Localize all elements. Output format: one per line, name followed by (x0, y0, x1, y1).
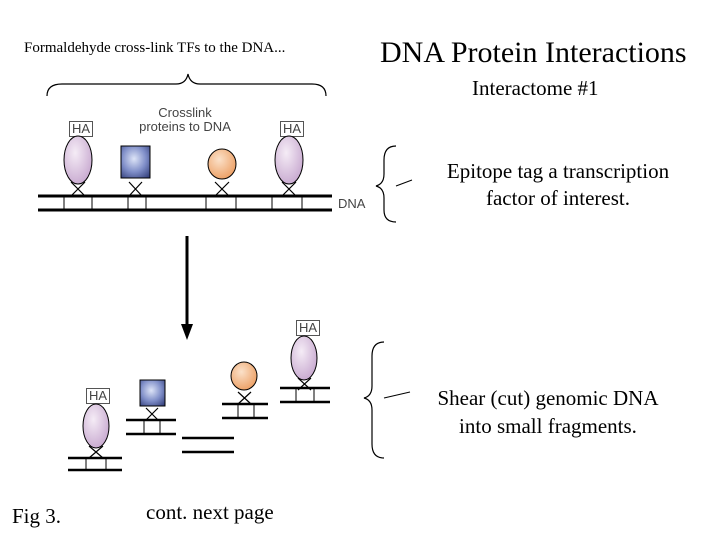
continuation-note: cont. next page (146, 500, 274, 524)
step1-line2: factor of interest. (485, 186, 631, 210)
step1-line1: Epitope tag a transcription (446, 159, 670, 183)
step2-line2: into small fragments. (459, 414, 637, 438)
blue-fragment (126, 379, 176, 436)
step2-pointer (383, 391, 411, 399)
step2-brace (363, 341, 385, 459)
crosslink-label-line2: proteins to DNA (139, 119, 231, 134)
orange-protein (207, 148, 237, 197)
orange-fragment (222, 361, 268, 420)
page-subtitle: Interactome #1 (472, 76, 599, 100)
step1-pointer (395, 179, 413, 187)
step1-text: Epitope tag a transcription factor of in… (418, 158, 698, 212)
naked-dna-fragment (182, 436, 234, 454)
ha-tag-label-3: HA (86, 388, 111, 404)
ha-protein-2 (274, 135, 304, 197)
crosslink-label: Crosslink proteins to DNA (130, 106, 240, 134)
top-brace (46, 73, 327, 97)
down-arrow-icon (181, 236, 193, 340)
figure-label: Fig 3. (12, 504, 62, 528)
ha-protein-1 (63, 135, 93, 197)
ha-fragment-1 (68, 403, 122, 472)
step2-line1: Shear (cut) genomic DNA (437, 386, 659, 410)
top-caption: Formaldehyde cross-link TFs to the DNA..… (24, 40, 286, 56)
dna-label: DNA (338, 196, 366, 211)
page-title: DNA Protein Interactions (380, 36, 687, 69)
crosslink-label-line1: Crosslink (158, 105, 212, 120)
dna-strand-top (38, 194, 332, 212)
blue-protein (120, 145, 151, 197)
step1-brace (375, 145, 397, 223)
step2-text: Shear (cut) genomic DNA into small fragm… (408, 384, 688, 440)
ha-fragment-2 (280, 335, 330, 404)
ha-tag-label-4: HA (296, 320, 321, 336)
